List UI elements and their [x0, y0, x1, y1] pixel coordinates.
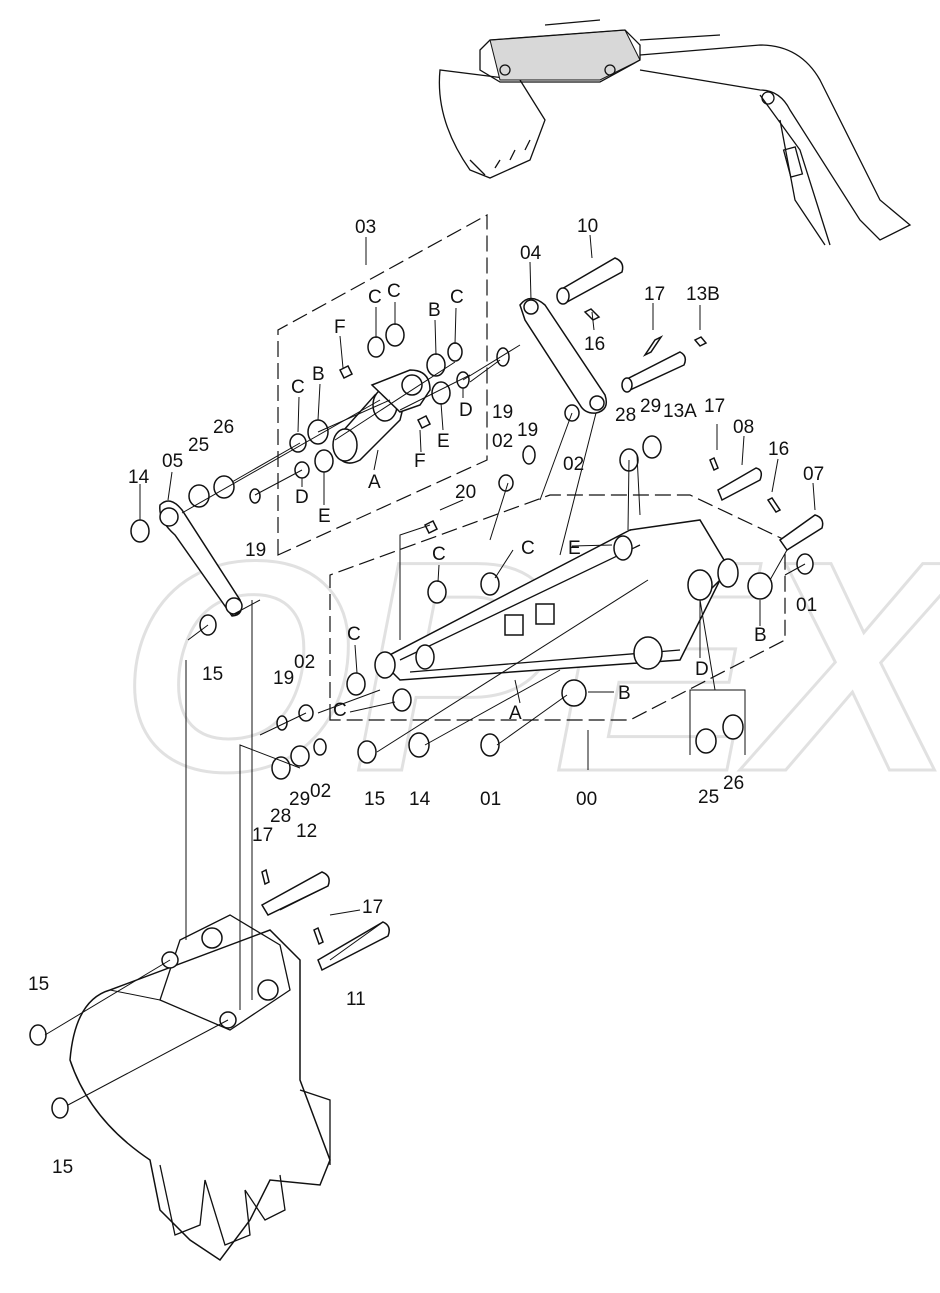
- part-04-link: [519, 297, 608, 414]
- part-05-link: [159, 500, 243, 617]
- part-00-frame: [374, 519, 739, 681]
- callout-19-right: 19: [517, 420, 538, 441]
- letter-c-8: C: [333, 700, 347, 721]
- part-17-cotter-mid: [261, 868, 270, 886]
- part-25-shim-upper: [188, 484, 210, 508]
- frame-bushings: [271, 347, 814, 780]
- letter-e-2: E: [318, 506, 331, 527]
- callout-11: 11: [346, 989, 366, 1010]
- callout-02-left-a: 02: [294, 652, 315, 673]
- part-07-pin: [778, 514, 824, 552]
- letter-a-2: A: [509, 703, 522, 724]
- callout-13a: 13A: [663, 401, 697, 422]
- callout-00: 00: [576, 789, 597, 810]
- callout-14-mid: 14: [409, 789, 431, 810]
- callout-29-top: 29: [640, 396, 661, 417]
- part-19-plate-upper: [249, 488, 261, 504]
- callout-26-lower: 26: [723, 773, 744, 794]
- callout-05: 05: [162, 451, 183, 472]
- callout-leaders: [139, 234, 816, 916]
- letter-c-6: C: [521, 538, 535, 559]
- callout-17-right: 17: [704, 396, 725, 417]
- callout-17-lower: 17: [362, 897, 383, 918]
- part-16-cotter-right: [766, 497, 782, 513]
- callout-15-bucket-2: 15: [52, 1157, 73, 1178]
- callout-17-top: 17: [644, 284, 665, 305]
- letter-d-2: D: [295, 487, 309, 508]
- letter-labels: C C B C F B C E D F A D E C C E C C A B …: [291, 281, 767, 724]
- callout-28-lower: 28: [270, 806, 291, 827]
- callout-10: 10: [577, 216, 598, 237]
- callout-26-top: 26: [213, 417, 234, 438]
- letter-a-1: A: [368, 472, 381, 493]
- callout-04: 04: [520, 243, 542, 264]
- letter-leaders: [297, 302, 761, 713]
- letter-b-3: B: [618, 683, 631, 704]
- letter-c-3: C: [450, 287, 464, 308]
- letter-c-7: C: [347, 624, 361, 645]
- callout-01-right: 01: [796, 595, 817, 616]
- callout-08: 08: [733, 417, 754, 438]
- callout-16-right: 16: [768, 439, 789, 460]
- letter-e-3: E: [568, 538, 581, 559]
- callout-29-lower: 29: [289, 789, 310, 810]
- letter-d-1: D: [459, 400, 473, 421]
- callout-19-center: 19: [492, 402, 513, 423]
- callout-07: 07: [803, 464, 824, 485]
- letter-c-4: C: [291, 377, 305, 398]
- callout-20: 20: [455, 482, 476, 503]
- callout-25-top: 25: [188, 435, 209, 456]
- callout-01-bottom: 01: [480, 789, 501, 810]
- callout-16-top: 16: [584, 334, 605, 355]
- part-15-ring-bucket-1: [29, 1024, 47, 1046]
- part-15-ring-bucket-2: [51, 1097, 69, 1119]
- part-03-h-link: [332, 369, 431, 464]
- letter-b-1: B: [428, 300, 441, 321]
- part-14-ring-left: [130, 519, 150, 543]
- callout-28-top: 28: [615, 405, 636, 426]
- callout-15-mid: 15: [364, 789, 385, 810]
- part-17-cotter-right: [709, 456, 719, 472]
- group-03-outline: [277, 213, 488, 556]
- part-11-pin: [317, 921, 390, 972]
- letter-b-2: B: [312, 364, 325, 385]
- callout-02-left-b: 02: [310, 781, 331, 802]
- callout-19-left: 19: [245, 540, 266, 561]
- callout-14-left: 14: [128, 467, 150, 488]
- part-26-shim-upper: [213, 475, 235, 499]
- callout-15-upper: 15: [202, 664, 223, 685]
- part-17-cotter-lower: [313, 926, 324, 946]
- callout-03: 03: [355, 217, 376, 238]
- callout-17-mid: 17: [252, 825, 273, 846]
- letter-f-1: F: [334, 317, 346, 338]
- letter-e-1: E: [437, 431, 450, 452]
- callout-02-right: 02: [563, 454, 584, 475]
- part-10-pin: [556, 257, 624, 321]
- callout-25-lower: 25: [698, 787, 719, 808]
- callout-labels: 03 04 10 17 13B 16 13A 19 19 02 02 28 29…: [28, 216, 824, 1178]
- callout-19-lower: 19: [273, 668, 294, 689]
- assembly-lines: [44, 344, 806, 1106]
- letter-b-4: B: [754, 625, 767, 646]
- letter-d-3: D: [695, 659, 709, 680]
- arm-overview-illustration: [438, 19, 912, 246]
- part-08-pin: [717, 467, 763, 502]
- part-12-pin: [260, 871, 330, 916]
- callout-02-center: 02: [492, 431, 513, 452]
- letter-c-5: C: [432, 544, 446, 565]
- bucket-illustration: [69, 914, 331, 1262]
- letter-c-2: C: [387, 281, 401, 302]
- letter-c-1: C: [368, 287, 382, 308]
- callout-12: 12: [296, 821, 317, 842]
- letter-f-2: F: [414, 451, 426, 472]
- part-13a-pin: [621, 335, 708, 393]
- group-00-outline: [329, 494, 786, 721]
- callout-15-bucket-1: 15: [28, 974, 49, 995]
- callout-13b: 13B: [686, 284, 720, 305]
